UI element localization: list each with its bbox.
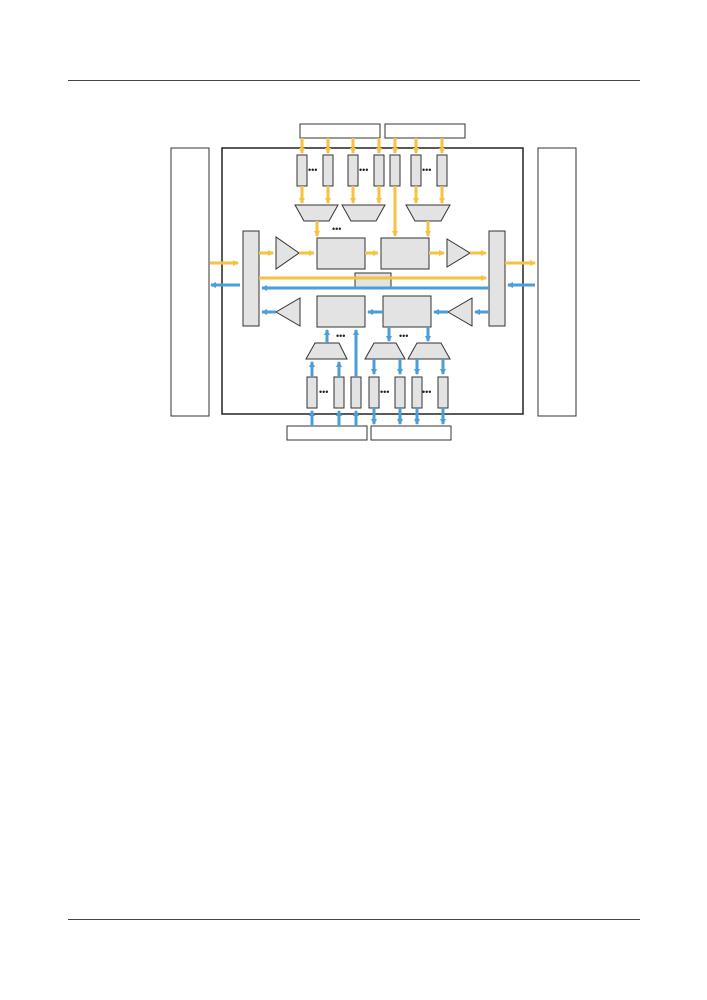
header-rule	[68, 80, 640, 81]
left-interface-bar	[242, 230, 260, 327]
top-core-block-right	[380, 237, 430, 270]
bottom-core-block-left	[316, 295, 366, 328]
ellipsis: •••	[332, 224, 341, 234]
blue-bus-group	[210, 282, 535, 426]
ellipsis: •••	[319, 387, 328, 397]
bottom-mux-middle	[364, 342, 406, 360]
right-outer-block	[537, 147, 577, 417]
bottom-lane-block	[394, 376, 406, 409]
bottom-lane-block	[350, 376, 362, 409]
top-mux-right	[405, 204, 451, 222]
bottom-io-box-right	[370, 425, 452, 441]
left-outer-block	[170, 147, 210, 417]
top-mux-left	[294, 204, 339, 222]
yellow-bus-group	[210, 138, 536, 281]
top-io-box-right	[384, 123, 466, 139]
top-mux-middle	[341, 204, 386, 222]
bottom-left-amplifier	[275, 297, 301, 327]
ellipsis: •••	[359, 165, 368, 175]
top-lane-block	[322, 154, 334, 187]
bottom-lane-block	[333, 376, 345, 409]
bottom-mux-left	[305, 342, 348, 360]
top-lane-block	[389, 154, 401, 187]
ellipsis: •••	[399, 331, 408, 341]
ellipsis: •••	[308, 165, 317, 175]
top-ellipsis-group: ••• ••• ••• ••• ••• ••• ••• ••• •••	[308, 165, 431, 397]
right-interface-bar	[488, 230, 506, 327]
top-lane-block	[347, 154, 359, 187]
footer-rule	[68, 919, 640, 920]
bottom-right-amplifier	[447, 297, 473, 327]
top-left-amplifier	[275, 236, 300, 270]
center-switch-block	[354, 272, 392, 289]
top-lane-group	[296, 154, 448, 187]
bottom-lane-block	[306, 376, 318, 409]
bottom-lane-block	[437, 376, 449, 409]
ellipsis: •••	[336, 331, 345, 341]
bottom-lane-block	[411, 376, 423, 409]
ellipsis: •••	[380, 387, 389, 397]
bottom-io-box-left	[286, 425, 368, 441]
bottom-lane-block	[368, 376, 380, 409]
top-lane-block	[410, 154, 422, 187]
top-lane-block	[436, 154, 448, 187]
bottom-core-block-right	[382, 295, 432, 328]
top-io-box-left	[299, 123, 381, 139]
top-right-amplifier	[446, 238, 471, 268]
ellipsis: •••	[422, 165, 431, 175]
ellipsis: •••	[422, 387, 431, 397]
top-lane-block	[373, 154, 385, 187]
top-lane-block	[296, 154, 308, 187]
top-core-block-left	[316, 237, 366, 270]
bottom-mux-right	[407, 342, 451, 360]
